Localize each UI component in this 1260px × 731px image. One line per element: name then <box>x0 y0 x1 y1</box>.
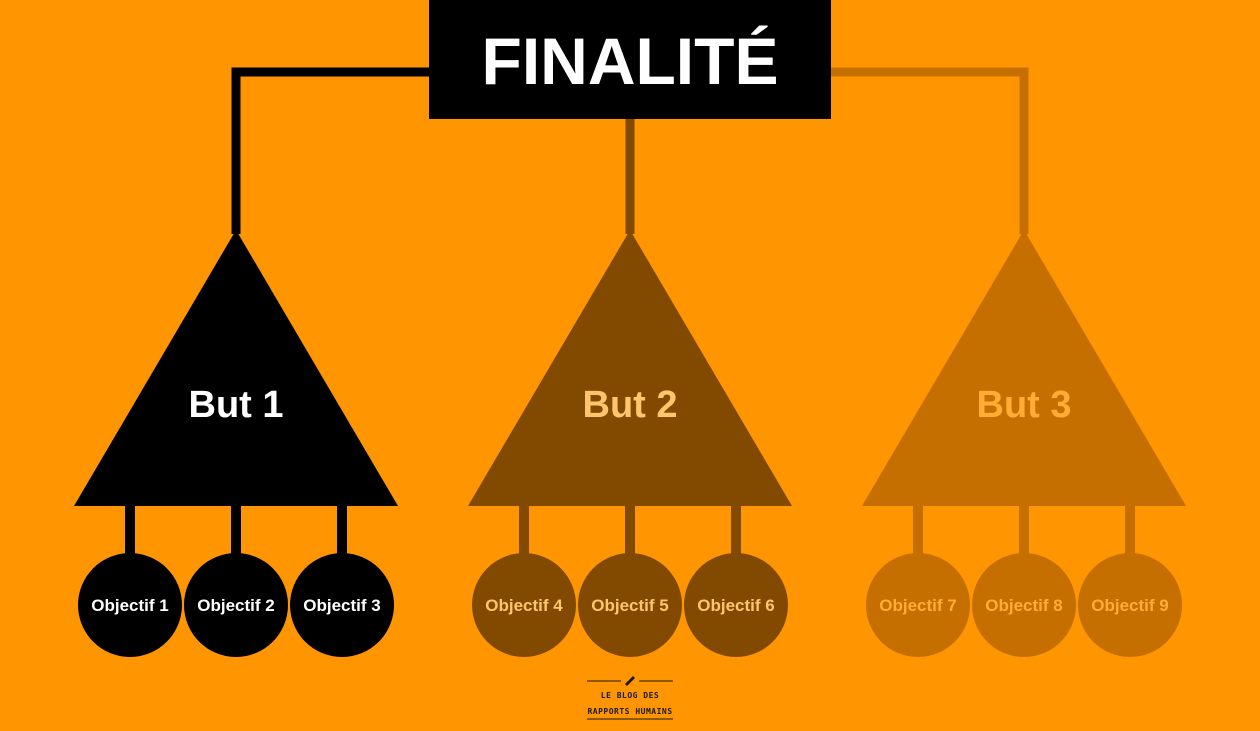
goal-triangle <box>468 230 792 506</box>
goal-label: But 1 <box>189 384 284 426</box>
objective-stem <box>125 504 135 557</box>
goal-1: But 1 Objectif 1 Objectif 2 Objectif 3 <box>74 230 398 657</box>
connector-goal-1 <box>231 67 429 234</box>
objective-circle <box>472 553 576 657</box>
objective-circle <box>578 553 682 657</box>
goal-label: But 2 <box>583 384 678 426</box>
blog-logo: LE BLOG DES RAPPORTS HUMAINS <box>587 676 673 720</box>
pen-icon <box>625 676 635 686</box>
objective-circle <box>1078 553 1182 657</box>
connector-goal-3 <box>831 67 1029 234</box>
title-box-background <box>429 0 831 119</box>
goals-layer: But 1 Objectif 1 Objectif 2 Objectif 3 But 2… <box>74 230 1186 657</box>
objective-circle <box>290 553 394 657</box>
objective-circle <box>78 553 182 657</box>
objective-label: Objectif 4 <box>485 596 563 615</box>
objective-label: Objectif 9 <box>1091 596 1168 615</box>
objective-stem <box>625 504 635 557</box>
objective-label: Objectif 3 <box>303 596 380 615</box>
connector-lines <box>231 67 1029 234</box>
objective-stem <box>1125 504 1135 557</box>
goal-label: But 3 <box>977 384 1072 426</box>
page-title: FINALITÉ <box>482 24 779 98</box>
objective-stem <box>231 504 241 557</box>
objective-circle <box>972 553 1076 657</box>
objective-circle <box>866 553 970 657</box>
objective-stem <box>731 504 741 557</box>
goal-triangle <box>862 230 1186 506</box>
objective-label: Objectif 2 <box>197 596 274 615</box>
logo-line-2: RAPPORTS HUMAINS <box>587 707 672 716</box>
objective-stem <box>337 504 347 557</box>
goal-triangle <box>74 230 398 506</box>
objective-label: Objectif 6 <box>697 596 774 615</box>
objective-stem <box>913 504 923 557</box>
objective-label: Objectif 8 <box>985 596 1062 615</box>
objective-circle <box>184 553 288 657</box>
objective-circle <box>684 553 788 657</box>
objective-label: Objectif 1 <box>91 596 168 615</box>
goal-2: But 2 Objectif 4 Objectif 5 Objectif 6 <box>468 230 792 657</box>
objective-stem <box>1019 504 1029 557</box>
title-box: FINALITÉ <box>429 0 831 119</box>
logo-line-1: LE BLOG DES <box>601 691 659 700</box>
objective-label: Objectif 7 <box>879 596 956 615</box>
objective-stem <box>519 504 529 557</box>
objective-label: Objectif 5 <box>591 596 668 615</box>
goal-3: But 3 Objectif 7 Objectif 8 Objectif 9 <box>862 230 1186 657</box>
